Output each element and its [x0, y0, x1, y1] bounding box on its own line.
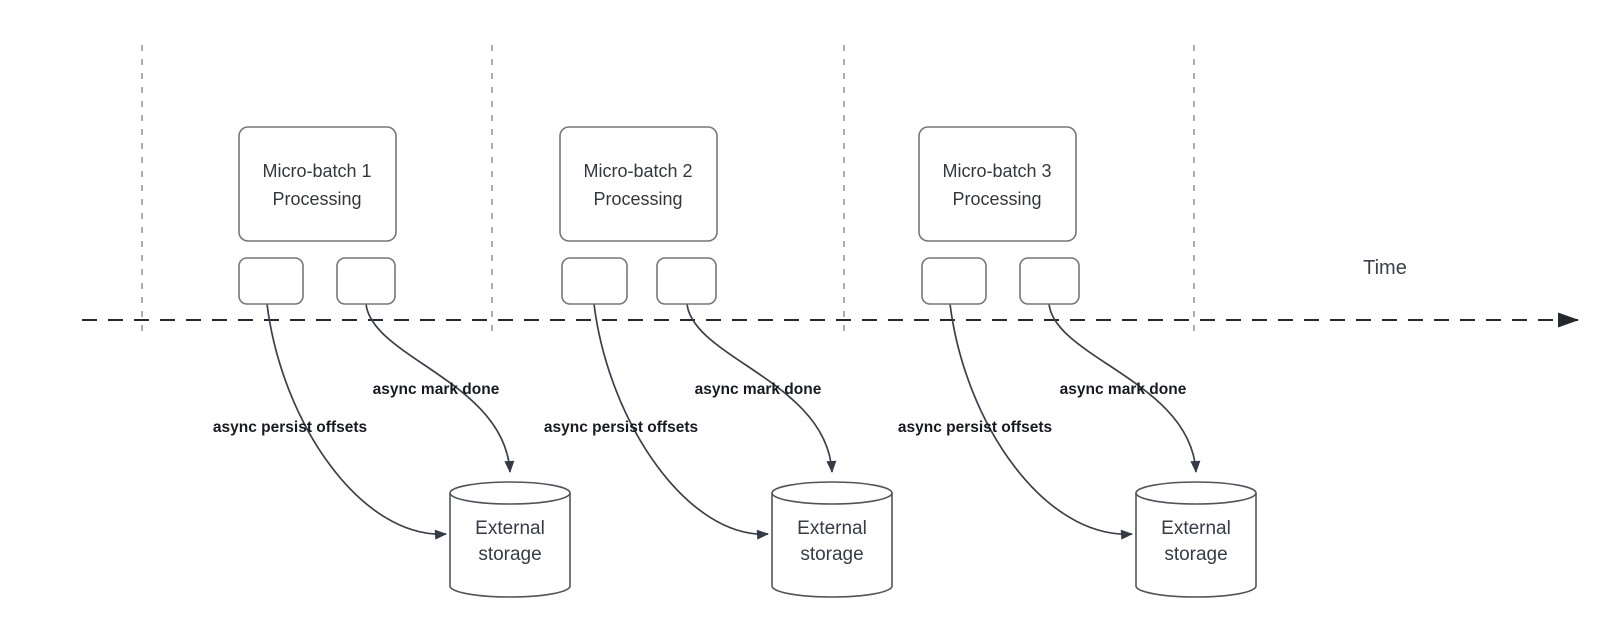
processing-box-title-3: Micro-batch 3 — [942, 161, 1051, 181]
processing-box-subtitle-1: Processing — [272, 189, 361, 209]
persist-offsets-label-1: async persist offsets — [213, 419, 367, 436]
micro-batch-group-3: Micro-batch 3 Processing async persist o… — [898, 126, 1257, 598]
persist-offsets-label-2: async persist offsets — [544, 419, 698, 436]
persist-offsets-arrow-2 — [593, 303, 769, 540]
micro-batch-group-2: Micro-batch 2 Processing async persist o… — [544, 126, 893, 598]
cylinder-rim-2 — [771, 492, 893, 505]
storage-label-line2-1: storage — [478, 544, 541, 565]
mark-done-label-2: async mark done — [695, 381, 822, 398]
persist-offsets-label-3: async persist offsets — [898, 419, 1052, 436]
cylinder-rim-1 — [449, 492, 571, 505]
mark-done-arrow-2 — [686, 303, 837, 473]
processing-box-2 — [559, 126, 718, 242]
processing-box-subtitle-2: Processing — [593, 189, 682, 209]
storage-label-line1-2: External — [797, 518, 867, 539]
persist-offsets-arrow-1 — [266, 303, 447, 540]
cylinder-rim-3 — [1135, 492, 1257, 505]
done-task-rect-3 — [1019, 257, 1080, 305]
storage-label-line1-3: External — [1161, 518, 1231, 539]
done-task-rect-1 — [336, 257, 396, 305]
external-storage-cylinder-3 — [1135, 481, 1257, 598]
mark-done-label-3: async mark done — [1060, 381, 1187, 398]
storage-label-line2-3: storage — [1164, 544, 1227, 565]
external-storage-cylinder-1 — [449, 481, 571, 598]
mark-done-arrow-3 — [1048, 303, 1201, 473]
processing-box-subtitle-3: Processing — [952, 189, 1041, 209]
processing-box-title-1: Micro-batch 1 — [262, 161, 371, 181]
persist-offsets-arrow-3 — [949, 303, 1133, 540]
persist-task-rect-3 — [921, 257, 987, 305]
storage-label-line1-1: External — [475, 518, 545, 539]
processing-box-1 — [238, 126, 397, 242]
done-task-rect-2 — [656, 257, 717, 305]
storage-label-line2-2: storage — [800, 544, 863, 565]
mark-done-label-1: async mark done — [373, 381, 500, 398]
mark-done-arrow-1 — [365, 303, 515, 473]
external-storage-cylinder-2 — [771, 481, 893, 598]
processing-box-3 — [918, 126, 1077, 242]
time-axis-label: Time — [1363, 257, 1407, 279]
persist-task-rect-1 — [238, 257, 304, 305]
processing-box-title-2: Micro-batch 2 — [583, 161, 692, 181]
persist-task-rect-2 — [561, 257, 628, 305]
micro-batch-group-1: Micro-batch 1 Processing async persist o… — [213, 126, 571, 598]
